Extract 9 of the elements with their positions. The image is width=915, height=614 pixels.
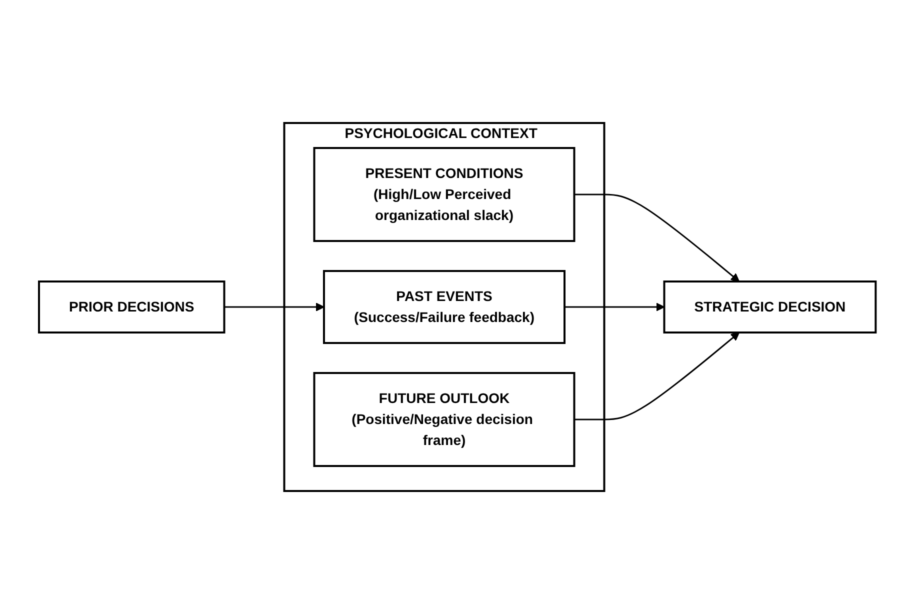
node-box: PRIOR DECISIONS [38, 280, 226, 334]
node-box: PRESENT CONDITIONS (High/Low Perceived organizational slack) [313, 147, 576, 242]
arrow [224, 302, 325, 312]
node-box: PAST EVENTS (Success/Failure feedback) [323, 270, 566, 344]
arrow [564, 302, 665, 312]
arrow [574, 194, 740, 282]
node-box: STRATEGIC DECISION [663, 280, 877, 334]
arrow [574, 332, 740, 420]
node-box: FUTURE OUTLOOK (Positive/Negative decision frame) [313, 372, 576, 467]
